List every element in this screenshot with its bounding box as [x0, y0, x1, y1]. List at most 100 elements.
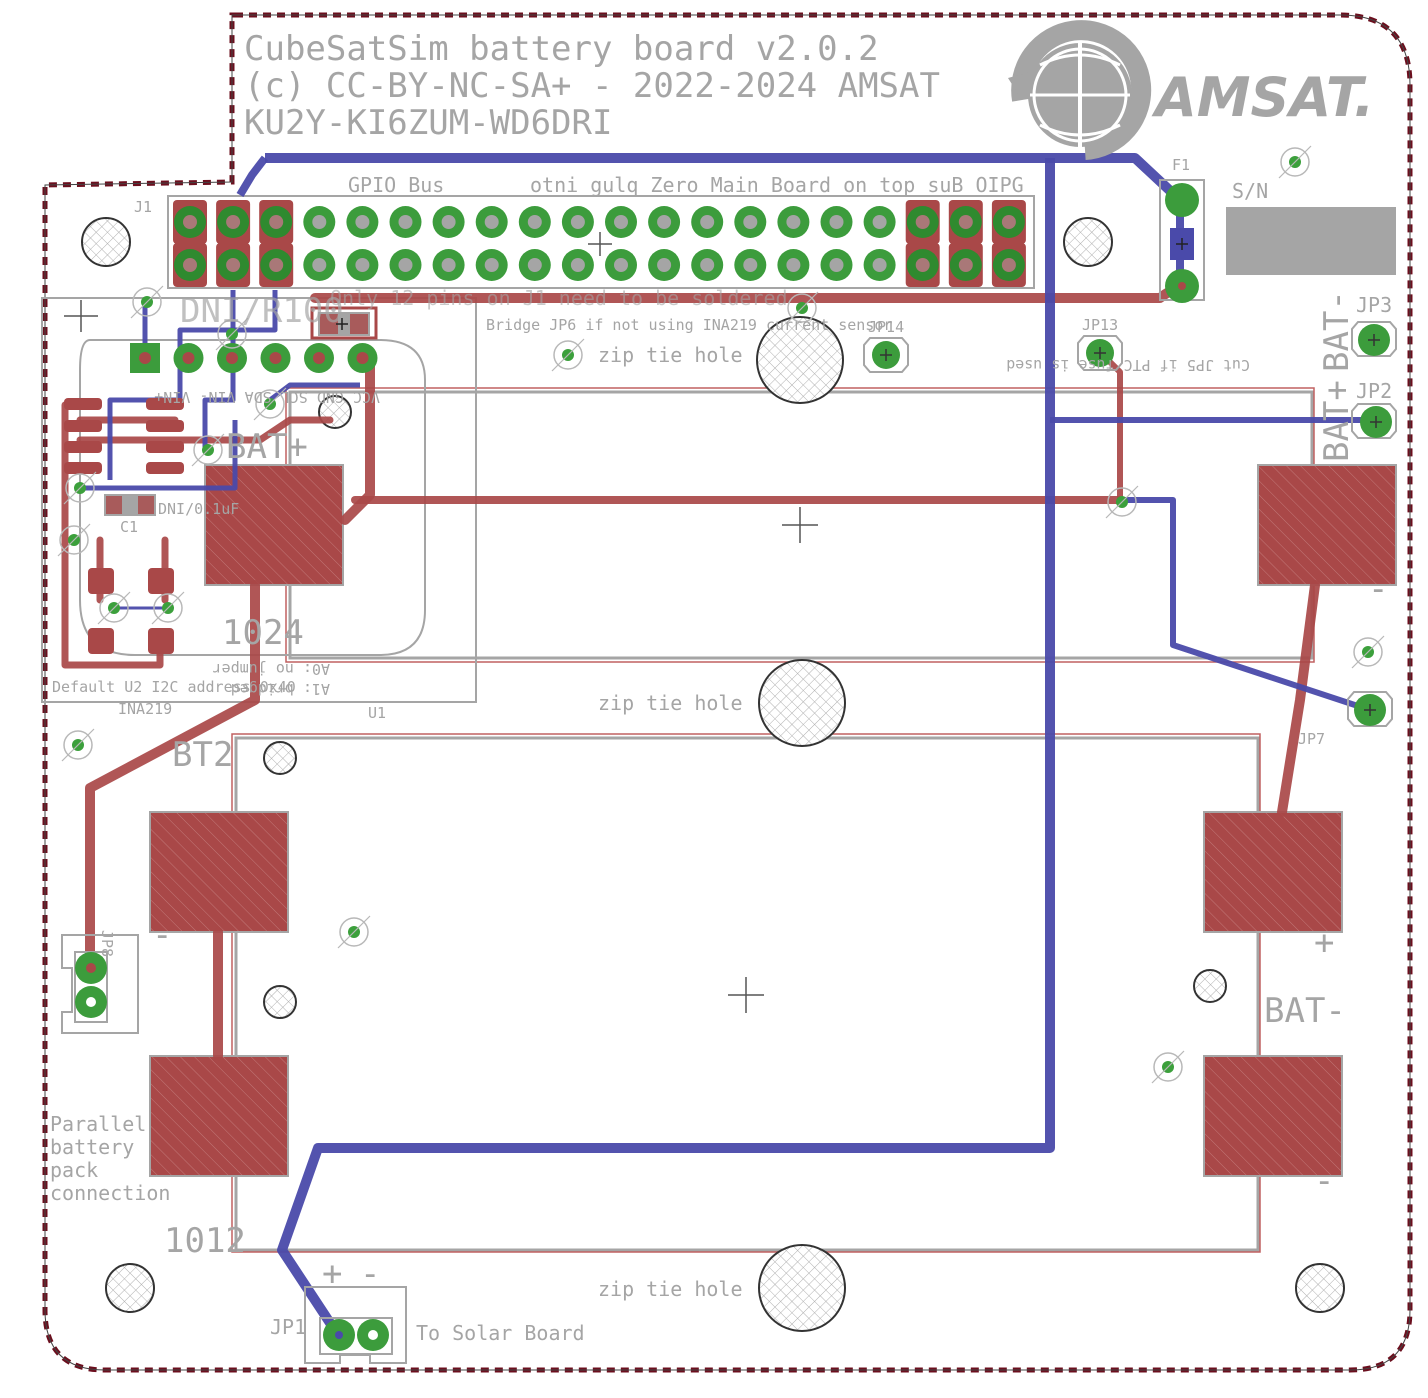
smd-pad [88, 628, 114, 654]
gpio-pin [303, 206, 336, 238]
gpio-pin [863, 249, 896, 281]
bat-plus-right-label: BAT+ [1317, 380, 1357, 462]
holder-hole [263, 741, 297, 775]
jp13-pad[interactable] [1077, 335, 1123, 371]
gpio-pin [948, 243, 983, 287]
sn-label: S/N [1232, 179, 1268, 203]
ina219-pin [130, 343, 160, 373]
battery-pad-bt1-minus [1257, 464, 1397, 586]
svg-text:connection: connection [50, 1181, 170, 1205]
svg-text:battery: battery [50, 1135, 134, 1159]
jp14-label: JP14 [868, 318, 904, 336]
dni-r-label: DNI/R100 [180, 291, 344, 331]
via [253, 387, 287, 421]
vias [57, 145, 1385, 1084]
plug-into-label: otni gulq Zero Main Board on top suB OIP… [530, 173, 1024, 197]
gpio-pin [561, 249, 594, 281]
jp3-label: JP3 [1356, 293, 1392, 317]
smd-pad [146, 420, 184, 432]
gpio-pin [605, 249, 637, 281]
a1-label: A1: bridged [231, 680, 330, 698]
jp1-connector[interactable] [304, 1286, 407, 1364]
gpio-pin [991, 200, 1026, 244]
smd-pad [64, 462, 102, 474]
parallel-label: Parallel battery pack connection [50, 1112, 170, 1205]
gpio-pin [518, 249, 551, 281]
via [215, 317, 249, 351]
cut-note: Cut JP5 if PTC fuse is used [1006, 356, 1250, 374]
mounting-hole-bl [105, 1263, 155, 1313]
f1-label: F1 [1172, 156, 1190, 174]
gpio-pin [734, 206, 767, 238]
via [1151, 1050, 1185, 1084]
smd-pad [146, 441, 184, 453]
smd-pad [148, 628, 174, 654]
bat-plus-left-label: BAT+ [226, 427, 308, 467]
smd-pad [64, 398, 102, 410]
pins-note: Only 12 pins on J1 need to be soldered [330, 286, 788, 310]
via [1351, 635, 1385, 669]
smd-pad [64, 441, 102, 453]
gpio-bus-label: GPIO Bus [348, 173, 444, 197]
via [151, 591, 185, 625]
u1-label: U1 [368, 704, 386, 722]
gpio-pin [432, 249, 465, 281]
jp8-label: JP8 [98, 930, 116, 957]
jp13-label: JP13 [1082, 316, 1118, 334]
via [1278, 145, 1312, 179]
amsat-logo: AMSAT. [1008, 20, 1374, 160]
bt1-minus-mark: - [1368, 569, 1388, 609]
jp2-pad[interactable] [1351, 403, 1397, 439]
gpio-pin [303, 249, 336, 281]
via [63, 471, 97, 505]
jp3-pad[interactable] [1351, 321, 1397, 357]
jp14-pad[interactable] [863, 337, 909, 373]
battery-pad-bt2-d [1203, 1055, 1343, 1177]
ina219-pin [217, 343, 247, 373]
via [785, 291, 819, 325]
gpio-pin [905, 200, 940, 244]
origin-crosses [64, 232, 818, 1013]
mounting-hole-tl [81, 217, 131, 267]
via [97, 591, 131, 625]
gpio-pin [734, 249, 767, 281]
c1-capacitor [104, 494, 156, 516]
zip-tie-label-3: zip tie hole [598, 1277, 743, 1301]
bat-minus-right-label: BAT- [1264, 991, 1346, 1031]
ina219-pin [260, 343, 291, 373]
gpio-pin [863, 206, 896, 238]
serial-number-box [1226, 207, 1396, 275]
bt2-plus-mark: + [1314, 923, 1334, 963]
smd-pad [88, 568, 114, 594]
holder-hole [263, 985, 297, 1019]
jp7-label: JP7 [1298, 730, 1325, 748]
board-callsigns: KU2Y-KI6ZUM-WD6DRI [244, 103, 612, 143]
ina-pins-label: VCC GND SCL SDA VIN- VIN+ [154, 388, 380, 406]
gpio-pin [475, 249, 508, 281]
bridge-note: Bridge JP6 if not using INA219 current s… [486, 316, 892, 334]
r100-shunt [310, 306, 378, 340]
gpio-pin [948, 200, 983, 244]
smd-pad [148, 568, 174, 594]
battery-pad-bt2-a [149, 811, 289, 933]
zip-tie-hole-2 [758, 659, 846, 747]
ina219-pin [173, 343, 204, 373]
gpio-pin [648, 249, 681, 281]
bt2-size-label: 1012 [164, 1221, 246, 1261]
gpio-pin [346, 206, 379, 238]
jp8-connector[interactable] [61, 934, 139, 1034]
bt1-size-label: 1024 [222, 613, 304, 653]
zip-tie-label-2: zip tie hole [598, 691, 743, 715]
jp2-label: JP2 [1356, 379, 1392, 403]
holder-hole [1193, 969, 1227, 1003]
gpio-pin [173, 243, 207, 287]
gpio-pin [346, 249, 379, 281]
jp1-plus-mark: + [322, 1254, 342, 1294]
jp7-pad[interactable] [1347, 691, 1393, 727]
bt2-minus-mark: - [1314, 1161, 1334, 1201]
smd-pad [146, 398, 184, 410]
gpio-pin [777, 249, 810, 281]
jp1-minus-mark: - [360, 1254, 380, 1294]
j1-label: J1 [134, 198, 152, 216]
smd-pad [146, 462, 184, 474]
